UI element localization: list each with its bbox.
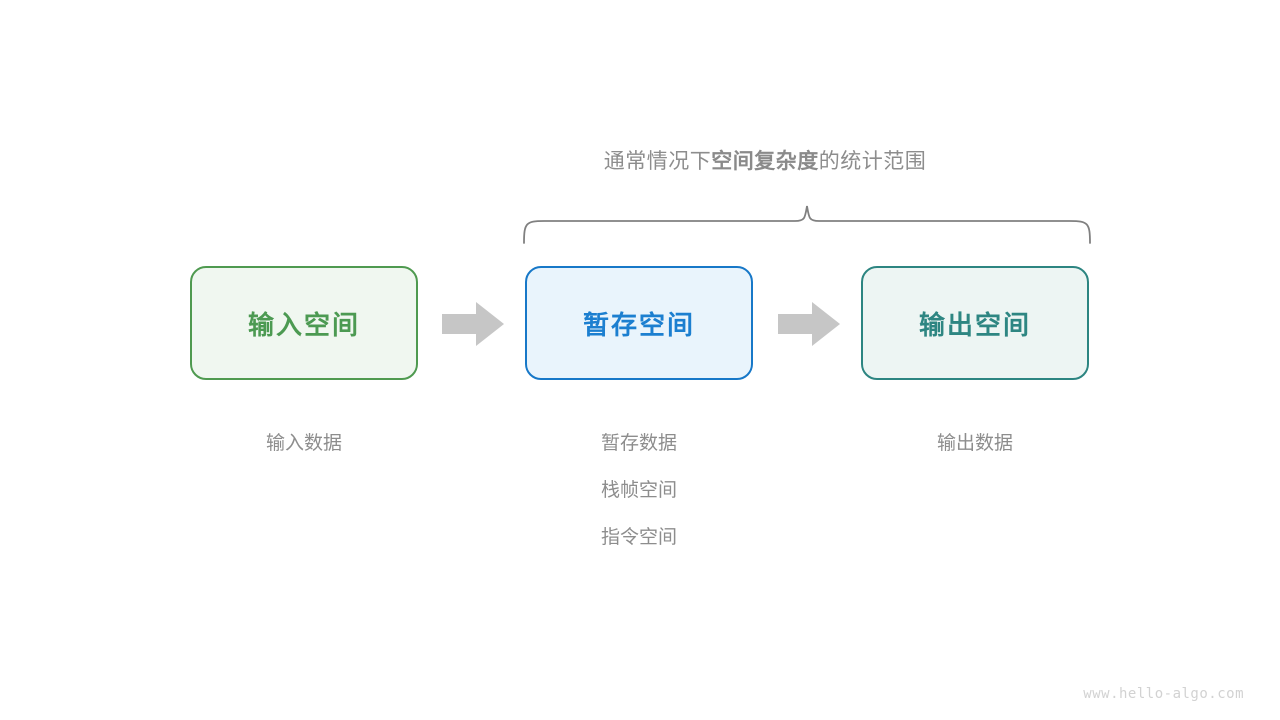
column-label-item: 输入数据 [265, 433, 342, 454]
caption-suffix: 的统计范围 [818, 150, 927, 173]
brace-caption: 通常情况下空间复杂度的统计范围 [0, 145, 1280, 175]
box-output-space: 输出空间 [861, 266, 1089, 380]
caption-emphasis: 空间复杂度 [711, 150, 819, 173]
box-output-space-label: 输出空间 [918, 309, 1031, 340]
caption-prefix: 通常情况下 [603, 150, 712, 173]
column-label-item: 暂存数据 [600, 433, 677, 454]
column-label-item: 栈帧空间 [600, 480, 677, 501]
box-input-space-label: 输入空间 [247, 309, 360, 340]
column-label-item: 指令空间 [600, 527, 677, 548]
box-buffer-space-label: 暂存空间 [582, 309, 695, 340]
curly-brace [523, 205, 1091, 244]
arrow-buffer-to-output-icon [778, 302, 840, 346]
watermark: www.hello-algo.com [1083, 686, 1244, 702]
column-labels-input: 输入数据 [190, 420, 418, 467]
column-label-item: 输出数据 [936, 433, 1013, 454]
column-labels-output: 输出数据 [861, 420, 1089, 467]
box-buffer-space: 暂存空间 [525, 266, 753, 380]
column-labels-buffer: 暂存数据 栈帧空间 指令空间 [525, 420, 753, 561]
arrow-input-to-buffer-icon [442, 302, 504, 346]
box-input-space: 输入空间 [190, 266, 418, 380]
